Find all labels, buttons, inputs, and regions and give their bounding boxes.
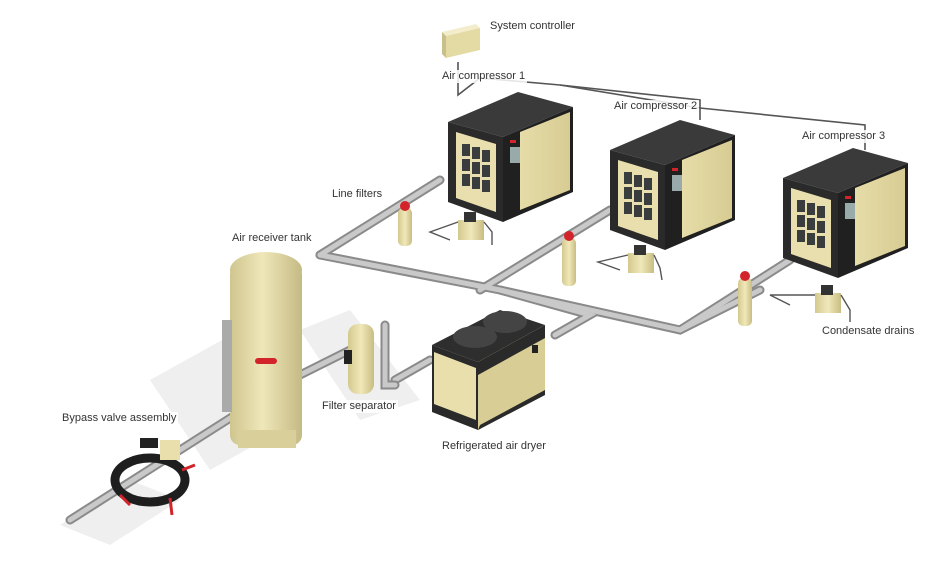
line-filters xyxy=(398,201,752,326)
label-refrigerated-dryer: Refrigerated air dryer xyxy=(440,440,548,453)
refrigerated-dryer xyxy=(432,310,545,430)
system-controller xyxy=(442,24,480,58)
piping-network xyxy=(65,175,795,525)
label-compressor-1: Air compressor 1 xyxy=(440,70,528,83)
bypass-valve-assembly xyxy=(110,438,196,516)
brand-logo-icon xyxy=(255,358,277,364)
label-air-receiver-tank: Air receiver tank xyxy=(230,232,314,245)
compressor-3 xyxy=(783,148,908,278)
label-filter-separator: Filter separator xyxy=(320,400,398,413)
compressor-2 xyxy=(610,120,735,250)
compressor-1 xyxy=(448,92,573,222)
condensate-drains xyxy=(428,212,851,322)
air-receiver-tank xyxy=(222,252,302,448)
label-bypass-valve-assembly: Bypass valve assembly xyxy=(60,412,179,425)
label-compressor-2: Air compressor 2 xyxy=(612,100,700,113)
filter-separator xyxy=(344,324,374,394)
label-condensate-drains: Condensate drains xyxy=(820,325,917,338)
label-line-filters: Line filters xyxy=(330,188,385,201)
label-compressor-3: Air compressor 3 xyxy=(800,130,888,143)
label-system-controller: System controller xyxy=(488,20,577,33)
